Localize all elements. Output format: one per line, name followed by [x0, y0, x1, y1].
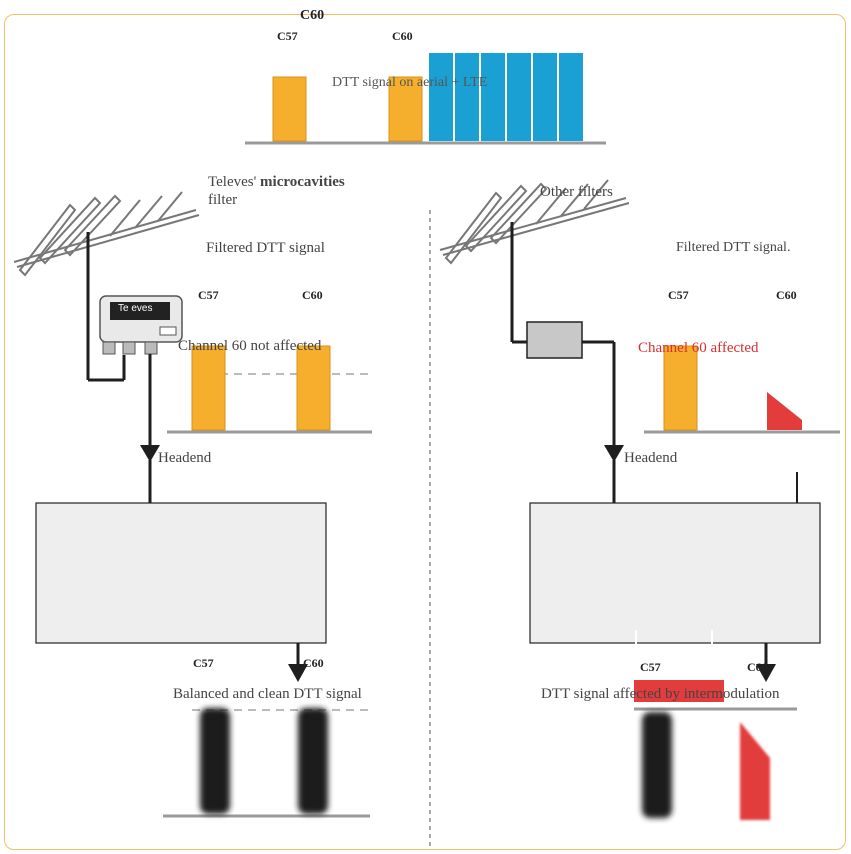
right-filtered-c60-label: C60 [776, 288, 797, 302]
left-output-c60-bar [298, 708, 328, 814]
right-antenna-icon [439, 179, 630, 265]
left-headend-box [35, 502, 327, 644]
right-output-c57-label: C57 [640, 660, 661, 674]
intermod-highlight [634, 680, 724, 702]
right-output-c57-bar [642, 712, 672, 818]
left-filtered-c60-bar [296, 345, 331, 431]
top-channel-header: C60 [300, 8, 325, 23]
right-arrow-head [604, 445, 624, 462]
top-c60-bar [388, 76, 423, 142]
lte-bars [429, 53, 583, 141]
right-filtered-c57-bar [663, 345, 698, 431]
top-c60-label: C60 [392, 29, 413, 43]
right-headend-box [529, 502, 821, 644]
left-output-arrow [288, 664, 308, 682]
left-filtered-c57-bar [191, 345, 226, 431]
right-output-c60-label: C60 [747, 660, 768, 674]
left-output-c57-bar [200, 708, 230, 814]
right-filtered-c57-label: C57 [668, 288, 689, 302]
right-filtered-label: Filtered DTT signal. [676, 240, 791, 255]
right-intermod-label: DTT signal affected by intermodulation [541, 686, 780, 702]
left-balanced-label: Balanced and clean DTT signal [173, 686, 362, 702]
left-output-c60-label: C60 [303, 656, 324, 670]
left-filter-label: Televes' microcavities [208, 174, 345, 190]
left-filtered-label: Filtered DTT signal [206, 240, 325, 256]
top-c57-bar [272, 76, 307, 142]
left-output-c57-label: C57 [193, 656, 214, 670]
left-filter-label-suffix: filter [208, 192, 238, 208]
left-antenna-icon [13, 191, 200, 277]
right-output-arrow [756, 664, 776, 682]
left-filtered-c60-label: C60 [302, 288, 323, 302]
left-headend-label: Headend [158, 450, 212, 466]
right-filter-label: Other filters [540, 184, 613, 200]
top-signal-label: DTT signal on aerial + LTE [332, 75, 488, 90]
right-filtered-c60-bar [767, 392, 802, 430]
right-affected-label: Channel 60 affected [638, 340, 759, 356]
left-filtered-c57-label: C57 [198, 288, 219, 302]
diagram-frame [4, 14, 846, 850]
right-headend-label: Headend [624, 450, 678, 466]
microcavities-filter-device [99, 295, 183, 355]
other-filter-device [526, 321, 583, 359]
left-not-affected-label: Channel 60 not affected [178, 338, 322, 354]
right-output-c60-bar [740, 722, 770, 820]
device-brand-label: Te eves [118, 303, 153, 314]
left-arrow-head [140, 445, 160, 462]
top-c57-label: C57 [277, 29, 298, 43]
